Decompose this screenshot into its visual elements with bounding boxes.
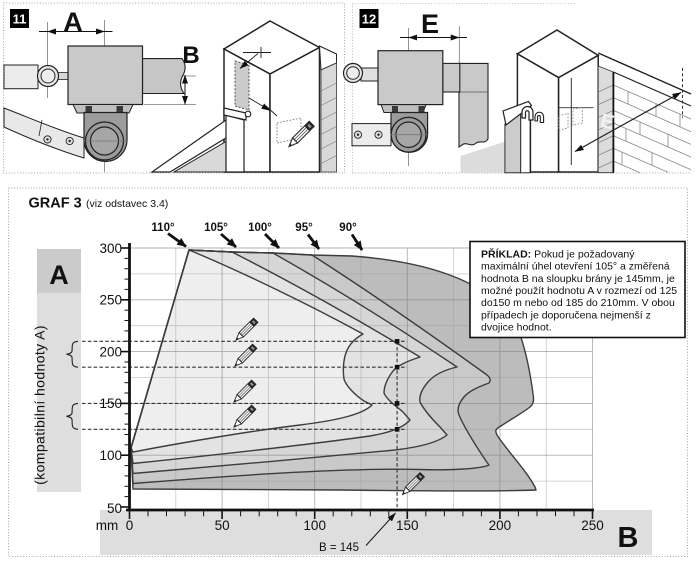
svg-text:B = 145: B = 145 (319, 542, 359, 554)
svg-text:PŘÍKLAD: Pokud je požadovaný: PŘÍKLAD: Pokud je požadovaný (481, 247, 635, 260)
svg-text:200: 200 (489, 518, 512, 533)
svg-text:GRAF 3: GRAF 3 (29, 196, 82, 212)
svg-text:E: E (421, 9, 439, 39)
svg-text:A: A (63, 7, 83, 37)
svg-text:200: 200 (99, 344, 122, 359)
svg-text:100: 100 (303, 518, 326, 533)
svg-text:50: 50 (215, 518, 230, 533)
svg-text:(viz odstavec 3.4): (viz odstavec 3.4) (86, 198, 168, 210)
svg-text:(kompatibilní hodnoty A): (kompatibilní hodnoty A) (32, 325, 48, 485)
svg-text:mm: mm (96, 518, 119, 533)
svg-text:300: 300 (99, 241, 122, 256)
svg-text:110°: 110° (151, 222, 175, 234)
svg-text:11: 11 (13, 12, 27, 27)
svg-text:dvojice hodnot.: dvojice hodnot. (481, 322, 552, 334)
svg-text:hodnota B na sloupku brány je: hodnota B na sloupku brány je 145mm, je (481, 273, 675, 285)
svg-text:50: 50 (107, 501, 122, 516)
svg-text:90°: 90° (339, 222, 357, 234)
svg-text:12: 12 (362, 12, 376, 27)
svg-text:možné použít hodnotu A v rozme: možné použít hodnotu A v rozmezí od 125 (481, 285, 677, 297)
svg-text:do150 m nebo od 185 do 210mm.: do150 m nebo od 185 do 210mm. V obou (481, 297, 675, 309)
svg-text:100: 100 (99, 448, 122, 463)
svg-text:150: 150 (99, 396, 122, 411)
svg-text:100°: 100° (248, 222, 272, 234)
svg-text:B: B (182, 42, 199, 69)
svg-text:95°: 95° (295, 222, 313, 234)
svg-text:250: 250 (581, 518, 604, 533)
svg-text:105°: 105° (204, 222, 228, 234)
svg-text:maximální úhel otevření 105° a: maximální úhel otevření 105° a změřená (481, 261, 670, 273)
svg-text:250: 250 (99, 293, 122, 308)
svg-text:A: A (49, 260, 69, 290)
svg-text:B: B (618, 522, 639, 554)
svg-text:případech je doporučena nejmen: případech je doporučena nejmenší z (481, 309, 651, 321)
svg-text:0: 0 (126, 518, 134, 533)
svg-text:150: 150 (396, 518, 419, 533)
